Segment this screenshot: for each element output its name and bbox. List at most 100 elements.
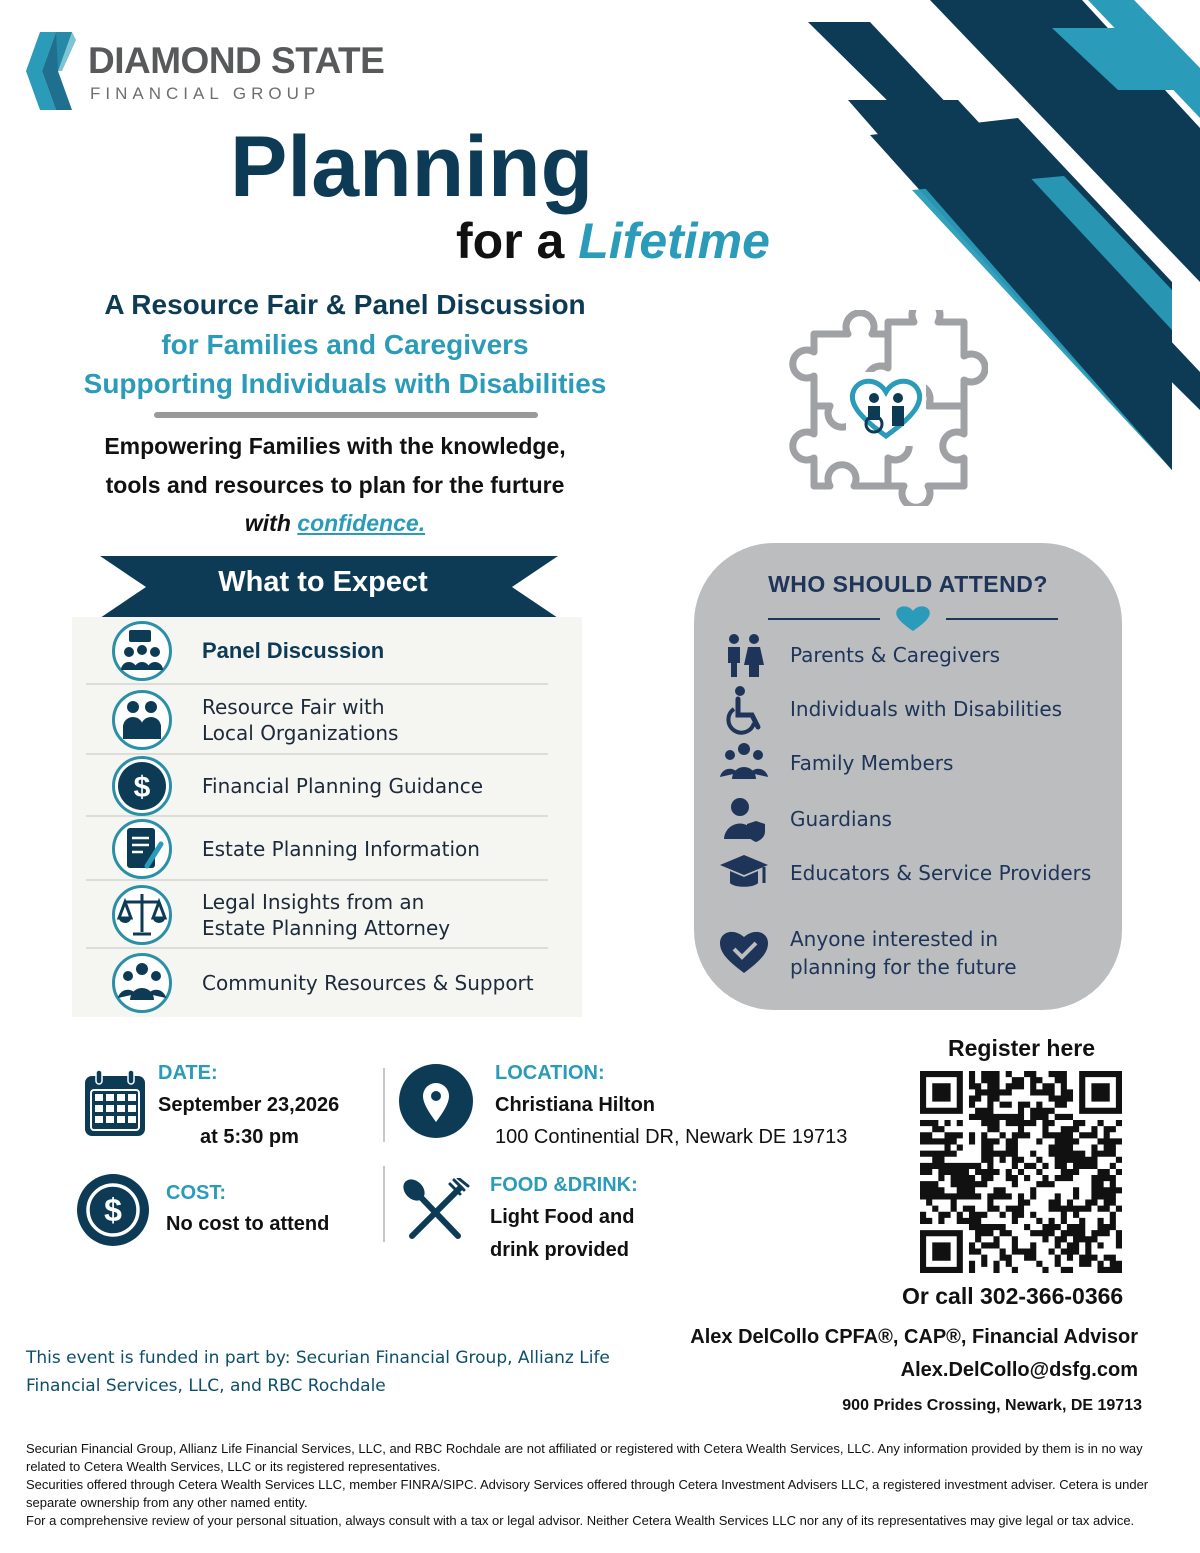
- corner-stripes-decoration: [808, 0, 1200, 470]
- empower-line-3: with confidence.: [40, 510, 630, 537]
- svg-text:$: $: [134, 771, 151, 804]
- details-divider-2: [383, 1166, 385, 1242]
- date-label: DATE:: [158, 1062, 218, 1084]
- parents-icon: [720, 631, 770, 681]
- empower-confidence: confidence.: [297, 510, 426, 536]
- disclaimer-paragraph-1: Securian Financial Group, Allianz Life F…: [26, 1441, 1143, 1474]
- company-logo: DIAMOND STATE FINANCIAL GROUP: [26, 32, 386, 112]
- family-icon: [720, 739, 770, 789]
- subtitle-line-1: A Resource Fair & Panel Discussion: [104, 289, 586, 320]
- qr-finder: [920, 1071, 963, 1114]
- expect-item-line: Local Organizations: [202, 721, 399, 745]
- graduation-cap-icon: [720, 849, 770, 899]
- wheelchair-icon: [720, 685, 770, 735]
- scales-icon: [112, 885, 172, 945]
- advisor-name: Alex DelCollo CPFA®, CAP®, Financial Adv…: [690, 1326, 1138, 1348]
- expect-item-line: Community Resources & Support: [202, 971, 534, 995]
- puzzle-heart-icon: [789, 310, 988, 506]
- disclaimer: Securian Financial Group, Allianz Life F…: [26, 1440, 1176, 1530]
- dollar-coin-icon: $: [77, 1174, 149, 1246]
- subtitle-line-2: for Families and Caregivers: [161, 329, 529, 360]
- food-label: FOOD &DRINK:: [490, 1174, 638, 1196]
- qr-finder: [920, 1230, 963, 1273]
- svg-text:$: $: [104, 1192, 122, 1228]
- qr-modules: [920, 1071, 1122, 1273]
- call-number: Or call 302-366-0366: [902, 1283, 1124, 1309]
- document-pen-icon: [112, 819, 172, 879]
- advisor-email[interactable]: Alex.DelCollo@dsfg.com: [900, 1359, 1138, 1381]
- date-value: September 23,2026: [158, 1094, 340, 1116]
- attendee-item-label: Parents & Caregivers: [790, 641, 1000, 669]
- expect-item: Community Resources & Support: [86, 949, 548, 1017]
- heart-divider-icon: [768, 606, 1058, 631]
- attendee-item-label: Guardians: [790, 805, 892, 833]
- funded-by-note: This event is funded in part by: Securia…: [26, 1348, 610, 1396]
- attendee-item-line: Family Members: [790, 751, 954, 775]
- empower-with: with: [244, 510, 298, 536]
- register-qr-code[interactable]: [920, 1071, 1122, 1273]
- guardian-icon: [720, 795, 770, 845]
- disclaimer-paragraph-2: Securities offered through Cetera Wealth…: [26, 1477, 1149, 1510]
- expect-item-label: Panel Discussion: [202, 638, 384, 664]
- expect-item: $ Financial Planning Guidance: [86, 755, 548, 817]
- attendee-item-line: Educators & Service Providers: [790, 861, 1092, 885]
- expect-item-line: Estate Planning Information: [202, 837, 480, 861]
- expect-item-label: Community Resources & Support: [202, 970, 534, 996]
- logo-name: DIAMOND STATE: [88, 40, 385, 81]
- heart-check-icon: [720, 927, 770, 977]
- location-address: 100 Continential DR, Newark DE 19713: [495, 1126, 848, 1148]
- expect-item-line: Estate Planning Attorney: [202, 916, 451, 940]
- food-line-1: Light Food and: [490, 1206, 635, 1228]
- location-pin-icon: [399, 1064, 473, 1138]
- attendee-item-label: Individuals with Disabilities: [790, 695, 1062, 723]
- expect-item-label: Financial Planning Guidance: [202, 773, 483, 799]
- register-title: Register here: [948, 1035, 1096, 1061]
- attendee-item-label: Educators & Service Providers: [790, 859, 1091, 887]
- attendee-item-line: Anyone interested in: [790, 927, 999, 951]
- community-icon: [112, 953, 172, 1013]
- who-should-attend-title: WHO SHOULD ATTEND?: [768, 571, 1048, 597]
- attendee-item-label: Family Members: [790, 749, 953, 777]
- details-divider: [383, 1068, 385, 1142]
- food-line-2: drink provided: [490, 1239, 629, 1261]
- empower-line-1: Empowering Families with the knowledge,: [104, 433, 566, 459]
- diamond-logo-icon: [26, 32, 76, 110]
- resource-fair-icon: [112, 690, 172, 750]
- title-lifetime: Lifetime: [578, 213, 770, 269]
- cost-label: COST:: [166, 1182, 226, 1204]
- fork-spoon-icon: [403, 1178, 470, 1239]
- expect-item: Panel Discussion: [86, 617, 548, 685]
- expect-item-line: Resource Fair with: [202, 695, 385, 719]
- attendee-item-line: Parents & Caregivers: [790, 643, 1001, 667]
- subtitle-divider: [154, 412, 538, 418]
- location-label: LOCATION:: [495, 1062, 605, 1084]
- office-address: 900 Prides Crossing, Newark, DE 19713: [842, 1397, 1142, 1414]
- expect-item-line: Financial Planning Guidance: [202, 774, 484, 798]
- attendee-item-line: planning for the future: [790, 955, 1017, 979]
- what-to-expect-title: What to Expect: [218, 566, 428, 598]
- attendee-item-line: Guardians: [790, 807, 892, 831]
- expect-item-line: Legal Insights from an: [202, 890, 425, 914]
- time-value: at 5:30 pm: [200, 1126, 299, 1148]
- qr-finder: [1079, 1071, 1122, 1114]
- panel-discussion-icon: [112, 621, 172, 681]
- title-for-a: for a: [456, 213, 579, 269]
- attendee-item-line: Individuals with Disabilities: [790, 697, 1063, 721]
- logo-subtitle: FINANCIAL GROUP: [90, 84, 321, 103]
- attendee-item-label: Anyone interested in planning for the fut…: [790, 925, 1017, 981]
- disclaimer-paragraph-3: For a comprehensive review of your perso…: [26, 1513, 1135, 1528]
- dollar-icon: $: [112, 756, 172, 816]
- cost-value: No cost to attend: [166, 1213, 330, 1235]
- calendar-icon: [85, 1069, 145, 1136]
- expect-item-line: Panel Discussion: [202, 638, 385, 663]
- location-name: Christiana Hilton: [495, 1094, 656, 1116]
- empower-line-2: tools and resources to plan for the furt…: [105, 472, 565, 498]
- expect-item: Estate Planning Information: [86, 817, 548, 881]
- subtitle-line-3: Supporting Individuals with Disabilities: [83, 368, 607, 399]
